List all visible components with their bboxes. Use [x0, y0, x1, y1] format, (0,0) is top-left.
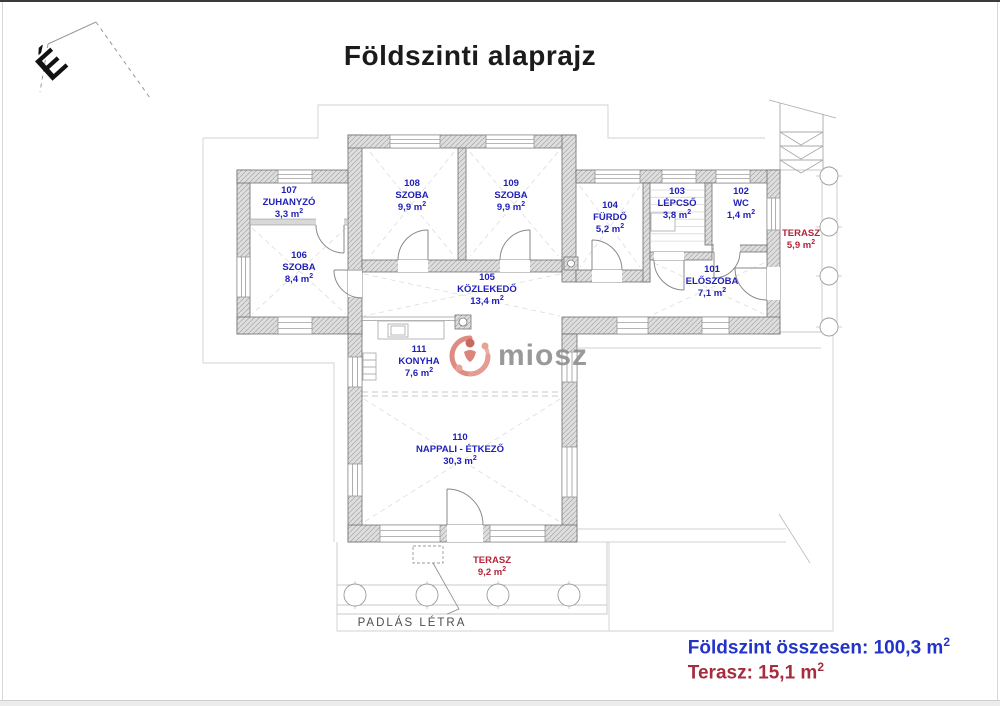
kitchen-boundary-dashed [362, 391, 562, 397]
terrace-column [486, 583, 510, 607]
site-outline-layer [202, 104, 834, 632]
stair-landing [650, 212, 676, 232]
summary-terrace: Terasz: 15,1 m2 [687, 659, 825, 683]
terrace-column [819, 166, 839, 186]
kitchen-open-boundary [362, 316, 455, 321]
bottom-terrace-outline [336, 542, 608, 615]
right-terrace-outline [780, 169, 838, 333]
logo-text: miosz [498, 339, 589, 372]
ceiling-diagonals-layer [251, 151, 765, 523]
door-gaps [316, 218, 780, 542]
attic-ladder-label: PADLÁS LÉTRA [358, 616, 467, 629]
area-summary: Földszint összesen: 100,3 m2 Terasz: 15,… [688, 635, 950, 684]
kitchen-counter [362, 320, 445, 381]
terrace-column [819, 317, 839, 337]
doors-layer [315, 224, 768, 526]
watermark-logo: miosz [448, 334, 588, 378]
partition-107-106 [249, 218, 349, 226]
terrace-column [819, 217, 839, 237]
attic-ladder-leader [432, 562, 460, 615]
logo-icon [449, 335, 491, 377]
summary-total: Földszint összesen: 100,3 m2 [687, 635, 950, 659]
north-label: É [27, 40, 75, 90]
terrace-column [819, 266, 839, 286]
page-title: Földszinti alaprajz [343, 40, 597, 71]
page-right-edge [997, 2, 998, 706]
windows-layer [236, 134, 781, 543]
exterior-steps [768, 99, 837, 174]
terrace-columns [343, 166, 839, 607]
terrace-column [343, 583, 367, 607]
north-arrow [39, 21, 151, 99]
chimney-flues [454, 256, 579, 330]
terrace-column [415, 583, 439, 607]
stair-treads [651, 189, 704, 242]
terrace-column [557, 583, 581, 607]
attic-ladder-hatch [412, 545, 444, 564]
page-left-edge [2, 2, 3, 706]
